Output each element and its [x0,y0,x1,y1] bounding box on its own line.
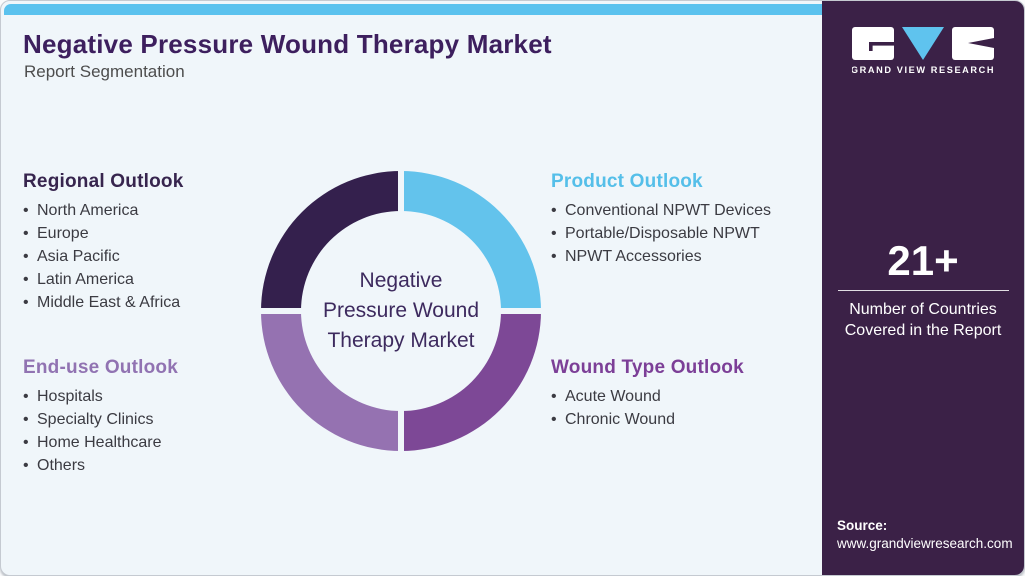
list-item: Conventional NPWT Devices [551,199,826,222]
page-title: Negative Pressure Wound Therapy Market [23,29,552,59]
section-heading: Regional Outlook [23,171,184,192]
stat-label: Number of Countries Covered in the Repor… [844,301,1002,339]
list-item: Home Healthcare [23,431,298,454]
donut-segment-product [401,171,541,311]
section-end-use-outlook: End-use Outlook Hospitals Specialty Clin… [23,357,298,477]
list-item: Acute Wound [551,385,826,408]
list-item: Middle East & Africa [23,291,298,314]
list-item: Specialty Clinics [23,408,298,431]
section-wound-type-outlook: Wound Type Outlook Acute Wound Chronic W… [551,357,826,431]
source-label: Source: [837,518,888,533]
donut-center-line: Pressure Wound [322,299,480,322]
section-list: Hospitals Specialty Clinics Home Healthc… [23,385,298,477]
donut-segment-end-use [261,311,401,451]
source-url: www.grandviewresearch.com [837,536,1013,551]
brand-name: GRAND VIEW RESEARCH [852,65,994,75]
countries-stat: 21+ Number of Countries Covered in the R… [822,239,1024,341]
section-heading: Product Outlook [551,171,703,192]
grand-view-research-logo: GRAND VIEW RESEARCH [852,27,994,75]
stat-value: 21+ [887,237,959,284]
list-item: Hospitals [23,385,298,408]
list-item: Chronic Wound [551,408,826,431]
segmentation-donut-chart: Negative Pressure Wound Therapy Market [258,168,544,454]
section-list: Acute Wound Chronic Wound [551,385,826,431]
page-subtitle: Report Segmentation [24,62,185,81]
donut-rings [258,168,544,454]
list-item: Latin America [23,268,298,291]
donut-center-line: Therapy Market [327,329,475,352]
source-block: Source: www.grandviewresearch.com [837,517,1013,553]
sidebar: GRAND VIEW RESEARCH 21+ Number of Countr… [822,1,1024,575]
section-regional-outlook: Regional Outlook North America Europe As… [23,171,298,314]
top-accent-bar [4,4,822,15]
stat-divider [837,290,1009,291]
list-item: Asia Pacific [23,245,298,268]
list-item: Portable/Disposable NPWT [551,222,826,245]
list-item: North America [23,199,298,222]
section-heading: Wound Type Outlook [551,357,744,378]
list-item: Europe [23,222,298,245]
donut-segment-regional [261,171,401,311]
donut-center-label: Negative Pressure Wound Therapy Market [308,218,494,404]
gvr-logo-mark [852,27,994,60]
section-heading: End-use Outlook [23,357,178,378]
donut-center-line: Negative [359,269,443,292]
section-list: North America Europe Asia Pacific Latin … [23,199,298,314]
list-item: Others [23,454,298,477]
list-item: NPWT Accessories [551,245,826,268]
section-product-outlook: Product Outlook Conventional NPWT Device… [551,171,826,268]
section-list: Conventional NPWT Devices Portable/Dispo… [551,199,826,268]
donut-segment-wound-type [401,311,541,451]
donut-gap-horizontal [258,308,544,314]
